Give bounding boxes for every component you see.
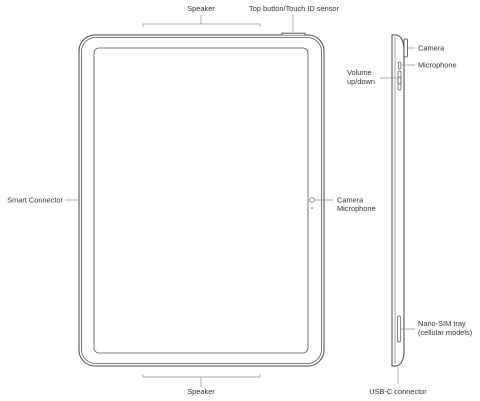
- label-side-camera: Camera: [418, 44, 445, 53]
- label-front-camera: Camera: [337, 196, 364, 205]
- speaker-bottom-callout: [142, 374, 261, 378]
- label-volume-line1: Volume: [347, 68, 372, 77]
- side-microphone-shape: [398, 61, 402, 70]
- ipad-front-bezel-edge: [81, 37, 322, 364]
- callout-lines: [65, 14, 415, 387]
- nano-sim-tray-shape: [397, 315, 401, 343]
- ipad-front-body: [78, 34, 325, 367]
- volume-down-button: [397, 76, 402, 91]
- label-front-microphone: Microphone: [337, 204, 376, 213]
- front-microphone-shape: [311, 207, 313, 209]
- ipad-side-body: [391, 34, 405, 367]
- label-usb-c: USB-C connector: [369, 387, 427, 396]
- label-top-button: Top button/Touch ID sensor: [249, 4, 340, 13]
- label-smart-connector: Smart Connector: [7, 196, 63, 205]
- ipad-front-view: [78, 32, 325, 367]
- label-nano-sim-line2: (cellular models): [418, 328, 472, 337]
- label-side-microphone: Microphone: [418, 61, 457, 70]
- label-speaker-bottom: Speaker: [187, 387, 215, 396]
- label-speaker-top: Speaker: [187, 4, 215, 13]
- label-volume-line2: up/down: [347, 77, 375, 86]
- front-camera-shape: [309, 197, 315, 203]
- side-camera-bump: [403, 38, 408, 58]
- labels: Speaker Top button/Touch ID sensor Smart…: [7, 4, 472, 396]
- label-nano-sim-line1: Nano-SIM tray: [418, 319, 466, 328]
- speaker-top-callout: [142, 23, 261, 27]
- ipad-display: [93, 47, 309, 354]
- ipad-side-view: [391, 34, 408, 367]
- top-button-shape: [281, 32, 306, 35]
